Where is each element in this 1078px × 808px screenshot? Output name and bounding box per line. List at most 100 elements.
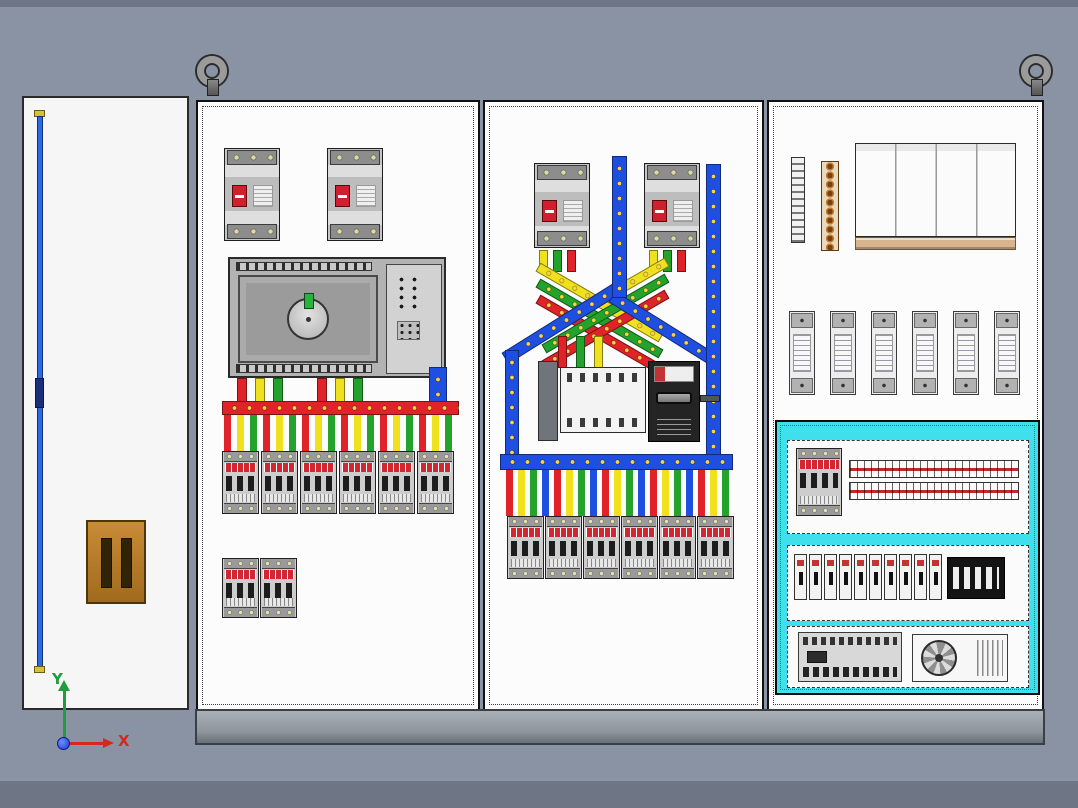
breaker-label [382, 494, 411, 502]
branch-breaker[interactable] [697, 516, 734, 579]
din-mini-breaker[interactable] [914, 554, 927, 600]
fuse-holder[interactable] [830, 311, 856, 395]
feeder-mini-breaker[interactable] [796, 448, 842, 516]
mccb-breaker[interactable] [644, 163, 700, 248]
din-mini-breaker[interactable] [854, 554, 867, 600]
phase-busbar-red[interactable] [237, 378, 247, 402]
neutral-busbar-blue[interactable] [505, 350, 519, 458]
din-mini-breaker[interactable] [839, 554, 852, 600]
branch-breaker[interactable] [261, 451, 298, 514]
mccb-breaker[interactable] [327, 148, 383, 241]
breaker-label [226, 494, 255, 502]
phase-drop-busbars[interactable] [224, 415, 457, 452]
cam-changeover-switch[interactable] [648, 361, 700, 442]
busbar-teeth [236, 364, 372, 373]
breaker-marking [342, 463, 373, 472]
fuse-holder[interactable] [912, 311, 938, 395]
phase-busbar-green[interactable] [353, 378, 363, 402]
branch-breaker[interactable] [659, 516, 696, 579]
terminal-block-row[interactable] [849, 482, 1019, 500]
breaker-rocker [652, 200, 667, 222]
breaker-toggles [421, 476, 450, 491]
equipment-enclosure[interactable] [855, 143, 1016, 237]
branch-breaker[interactable] [417, 451, 454, 514]
phase-drop-busbars[interactable] [506, 470, 733, 516]
door-lock[interactable] [86, 520, 146, 604]
phase-busbar-yellow[interactable] [255, 378, 265, 402]
phase-busbar-green[interactable] [576, 336, 585, 368]
phase-busbar-yellow[interactable] [594, 336, 603, 368]
vent-grille [977, 640, 1003, 676]
fuse-holder[interactable] [789, 311, 815, 395]
phase-busbar-green[interactable] [273, 378, 283, 402]
din-terminal-rail[interactable] [855, 237, 1016, 250]
busbar-blue-horizontal[interactable] [500, 454, 733, 470]
breaker-toggles [625, 541, 654, 556]
din-mini-breaker[interactable] [809, 554, 822, 600]
neutral-busbar-blue[interactable] [612, 156, 627, 298]
branch-breaker[interactable] [222, 451, 259, 514]
din-mini-breaker[interactable] [794, 554, 807, 600]
branch-breaker[interactable] [339, 451, 376, 514]
switch-shaft [700, 395, 720, 402]
ring-terminal-strip[interactable] [821, 161, 839, 251]
breaker-label [701, 559, 730, 567]
cabinet-plinth[interactable] [195, 709, 1045, 745]
din-mini-breaker[interactable] [899, 554, 912, 600]
din-mini-breaker[interactable] [824, 554, 837, 600]
branch-breaker[interactable] [583, 516, 620, 579]
fan-unit[interactable] [912, 634, 1008, 682]
mccb-breaker[interactable] [224, 148, 280, 241]
breaker-label [265, 494, 294, 502]
branch-breaker[interactable] [300, 451, 337, 514]
din-mini-breaker[interactable] [884, 554, 897, 600]
ats-transfer-switch[interactable] [228, 257, 446, 378]
branch-breaker[interactable] [621, 516, 658, 579]
din-mini-breaker[interactable] [869, 554, 882, 600]
phase-busbar-green[interactable] [553, 250, 562, 272]
spare-breaker[interactable] [260, 558, 297, 618]
fuse-holder[interactable] [953, 311, 979, 395]
busbar-red-horizontal[interactable] [222, 401, 459, 415]
terminal-junction-box[interactable] [560, 367, 646, 433]
terminal-strip[interactable] [791, 157, 805, 243]
top-shade [0, 0, 1078, 7]
busbar-teeth [236, 262, 372, 271]
breaker-marking [420, 463, 451, 472]
axis-y-arrow [58, 680, 70, 691]
fuse-holder[interactable] [994, 311, 1020, 395]
phase-busbar-red[interactable] [677, 250, 686, 272]
axis-y-label: Y [52, 670, 63, 688]
din-mini-breaker[interactable] [929, 554, 942, 600]
breaker-marking [225, 570, 256, 579]
mccb-breaker[interactable] [534, 163, 590, 248]
cabinet-door[interactable] [22, 96, 189, 710]
breaker-marking [264, 463, 295, 472]
phase-busbar-red[interactable] [317, 378, 327, 402]
axis-y-line [63, 690, 66, 740]
breaker-label [226, 598, 255, 606]
spare-breaker[interactable] [222, 558, 259, 618]
ats-faceplate [238, 275, 378, 363]
breaker-marking [700, 528, 731, 537]
branch-breaker[interactable] [507, 516, 544, 579]
fuse-holder[interactable] [871, 311, 897, 395]
terminal-block-row[interactable] [849, 460, 1019, 478]
phase-busbar-red[interactable] [558, 336, 567, 368]
switch-label [654, 366, 694, 382]
din-mini-breaker-row[interactable] [794, 554, 942, 602]
branch-breaker[interactable] [545, 516, 582, 579]
lifting-eye[interactable] [1021, 56, 1051, 96]
phase-busbar-red[interactable] [567, 250, 576, 272]
fuse-label [998, 334, 1016, 372]
breaker-label [356, 185, 376, 207]
lifting-eye[interactable] [197, 56, 227, 96]
breaker-toggles [587, 541, 616, 556]
rotary-switch-bank[interactable] [947, 557, 1005, 599]
neutral-busbar-blue[interactable] [706, 164, 721, 464]
breaker-marking [799, 460, 839, 469]
control-module[interactable] [798, 632, 902, 682]
branch-breaker[interactable] [378, 451, 415, 514]
phase-busbar-yellow[interactable] [335, 378, 345, 402]
